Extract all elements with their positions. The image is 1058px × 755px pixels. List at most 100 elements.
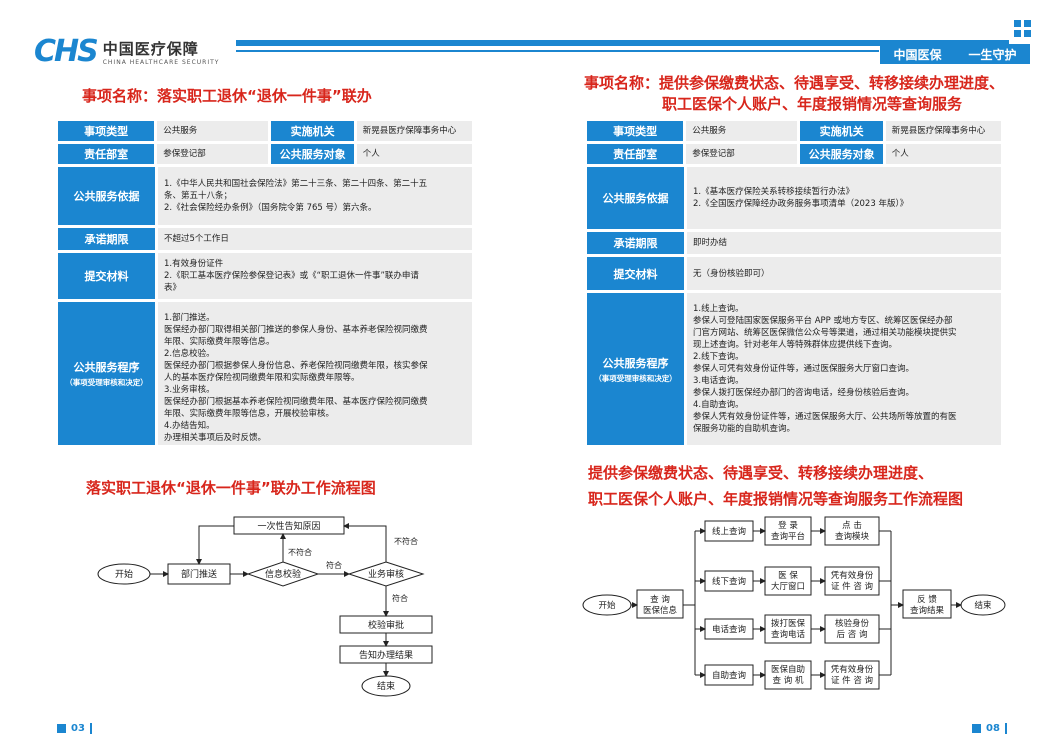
agency-label: 实施机关	[800, 121, 883, 141]
target-value: 个人	[885, 144, 1001, 164]
procedure-label-text: 公共服务程序	[73, 361, 140, 374]
node-notify-reason: 一次性告知原因	[257, 520, 320, 532]
node-b2: 大厅窗口	[771, 581, 805, 592]
node-c2: 查询电话	[771, 629, 806, 640]
node-c1: 拨打医保	[771, 618, 806, 629]
type-label: 事项类型	[587, 121, 684, 141]
slogan-b: 一生守护	[968, 47, 1017, 62]
node-e2: 查询模块	[835, 531, 870, 542]
deadline-label: 承诺期限	[587, 232, 684, 254]
item-title: 事项名称：落实职工退休“退休一件事”联办	[82, 86, 372, 106]
node-end: 结束	[974, 600, 992, 611]
page-number-left: 03	[52, 723, 92, 734]
header-bar-thin	[236, 50, 529, 52]
basis-value: 1.《中华人民共和国社会保险法》第二十三条、第二十四条、第二十五 条、第五十八条…	[158, 167, 472, 225]
procedure-label-text: 公共服务程序	[602, 356, 669, 370]
node-g2: 后 咨 询	[837, 629, 868, 640]
info-table: 事项类型 公共服务 实施机关 新晃县医疗保障事务中心 责任部室 参保登记部 公共…	[58, 121, 472, 448]
slogan-a: 中国医保	[893, 47, 942, 62]
target-value: 个人	[356, 144, 472, 164]
slogan-badge: 中国医保 一生守护	[880, 44, 1030, 64]
node-end: 结束	[377, 680, 395, 692]
node-g1: 核验身份	[835, 618, 870, 629]
logo-chinese: 中国医疗保障	[102, 39, 199, 58]
node-push: 部门推送	[181, 568, 217, 580]
node-offline: 线下查询	[712, 576, 746, 587]
dept-value: 参保登记部	[686, 144, 798, 164]
procedure-label: 公共服务程序 （事项受理审核和决定）	[587, 293, 684, 445]
type-value: 公共服务	[157, 121, 269, 141]
node-f1: 凭有效身份	[831, 570, 874, 581]
procedure-value: 1.部门推送。 医保经办部门取得相关部门推送的参保人身份、基本养老保险视同缴费 …	[158, 302, 472, 445]
node-verify: 信息校验	[265, 568, 301, 580]
node-a2: 查询平台	[771, 531, 805, 542]
deadline-label: 承诺期限	[58, 228, 155, 250]
edge-not-ok-2: 不符合	[394, 536, 418, 546]
node-online: 线上查询	[712, 526, 746, 537]
node-phone: 电话查询	[712, 624, 746, 635]
target-label: 公共服务对象	[271, 144, 354, 164]
edge-not-ok-1: 不符合	[288, 547, 312, 557]
node-d2: 查 询 机	[773, 675, 804, 686]
type-label: 事项类型	[58, 121, 155, 141]
flow-title: 落实职工退休“退休一件事”联办工作流程图	[86, 479, 376, 497]
node-query-2: 医保信息	[643, 605, 678, 616]
item-title-right: 事项名称：提供参保缴费状态、待遇享受、转移接续办理进度、	[584, 73, 1004, 93]
node-review: 业务审核	[368, 568, 404, 580]
agency-value: 新晃县医疗保障事务中心	[356, 121, 472, 141]
node-d1: 医保自助	[771, 664, 805, 675]
dept-value: 参保登记部	[157, 144, 269, 164]
item-title-key: 事项名称：	[82, 87, 158, 105]
node-a1: 登 录	[778, 520, 798, 531]
edge-ok-2: 符合	[392, 593, 408, 603]
procedure-label-sub: （事项受理审核和决定）	[65, 378, 148, 387]
node-query-1: 查 询	[650, 594, 670, 605]
header-bar-thin-right	[529, 50, 879, 52]
info-table-right: 事项类型 公共服务 实施机关 新晃县医疗保障事务中心 责任部室 参保登记部 公共…	[587, 121, 1001, 448]
node-e1: 点 击	[842, 520, 862, 531]
basis-value: 1.《基本医疗保险关系转移接续暂行办法》 2.《全国医疗保障经办政务服务事项清单…	[687, 167, 1001, 229]
deadline-value: 即时办结	[687, 232, 1001, 254]
dept-label: 责任部室	[587, 144, 684, 164]
node-inform-result: 告知办理结果	[359, 649, 413, 661]
flow-title-line1: 提供参保缴费状态、待遇享受、转移接续办理进度、	[588, 464, 934, 482]
dept-label: 责任部室	[58, 144, 155, 164]
node-h2: 证 件 咨 询	[831, 675, 873, 686]
logo-mark: CHS	[34, 34, 99, 69]
node-b1: 医 保	[778, 570, 798, 581]
item-title-line2: 职工医保个人账户、年度报销情况等查询服务	[662, 95, 963, 113]
right-page: 中国医保 一生守护 事项名称：提供参保缴费状态、待遇享受、转移接续办理进度、 职…	[529, 0, 1058, 755]
node-feedback-2: 查询结果	[910, 605, 945, 616]
materials-value: 1.有效身份证件 2.《职工基本医疗保险参保登记表》或《“职工退休一件事”联办申…	[158, 253, 472, 299]
node-h1: 凭有效身份	[831, 664, 874, 675]
agency-label: 实施机关	[271, 121, 354, 141]
procedure-label: 公共服务程序 （事项受理审核和决定）	[58, 302, 155, 445]
materials-label: 提交材料	[587, 257, 684, 290]
header-bar	[236, 40, 529, 46]
left-page: CHS 中国医疗保障 CHINA HEALTHCARE SECURITY 事项名…	[34, 34, 529, 734]
node-f2: 证 件 咨 询	[831, 581, 873, 592]
target-label: 公共服务对象	[800, 144, 883, 164]
item-title-key-right: 事项名称：	[584, 74, 660, 92]
logo-english: CHINA HEALTHCARE SECURITY	[102, 58, 220, 66]
procedure-label-sub: （事项受理审核和决定）	[594, 373, 677, 383]
node-start: 开始	[115, 568, 133, 580]
node-self: 自助查询	[712, 670, 746, 681]
deadline-value: 不超过5个工作日	[158, 228, 472, 250]
edge-ok-1: 符合	[326, 560, 342, 570]
node-check-approve: 校验审批	[368, 619, 404, 631]
agency-value: 新晃县医疗保障事务中心	[885, 121, 1001, 141]
page-number-right: 08	[967, 723, 1007, 734]
type-value: 公共服务	[686, 121, 798, 141]
flow-title-line2: 职工医保个人账户、年度报销情况等查询服务工作流程图	[588, 490, 964, 508]
materials-label: 提交材料	[58, 253, 155, 299]
materials-value: 无（身份核验即可）	[687, 257, 1001, 290]
item-title-value: 落实职工退休“退休一件事”联办	[157, 87, 372, 105]
flowchart-left: 一次性告知原因 开始 部门推送 信息校验 业务审核 校验审批 告知办理结果 结束…	[97, 516, 433, 697]
header-bar-right	[529, 40, 1009, 46]
procedure-value: 1.线上查询。 参保人可登陆国家医保服务平台 APP 或地方专区、统筹区医保经办…	[687, 293, 1001, 445]
basis-label: 公共服务依据	[58, 167, 155, 225]
basis-label: 公共服务依据	[587, 167, 684, 229]
flowchart-right: 开始 查 询 医保信息 线上查询 线下查询 电话查询 自助查询 登 录 查询平台…	[582, 516, 1006, 690]
node-start: 开始	[598, 600, 616, 611]
